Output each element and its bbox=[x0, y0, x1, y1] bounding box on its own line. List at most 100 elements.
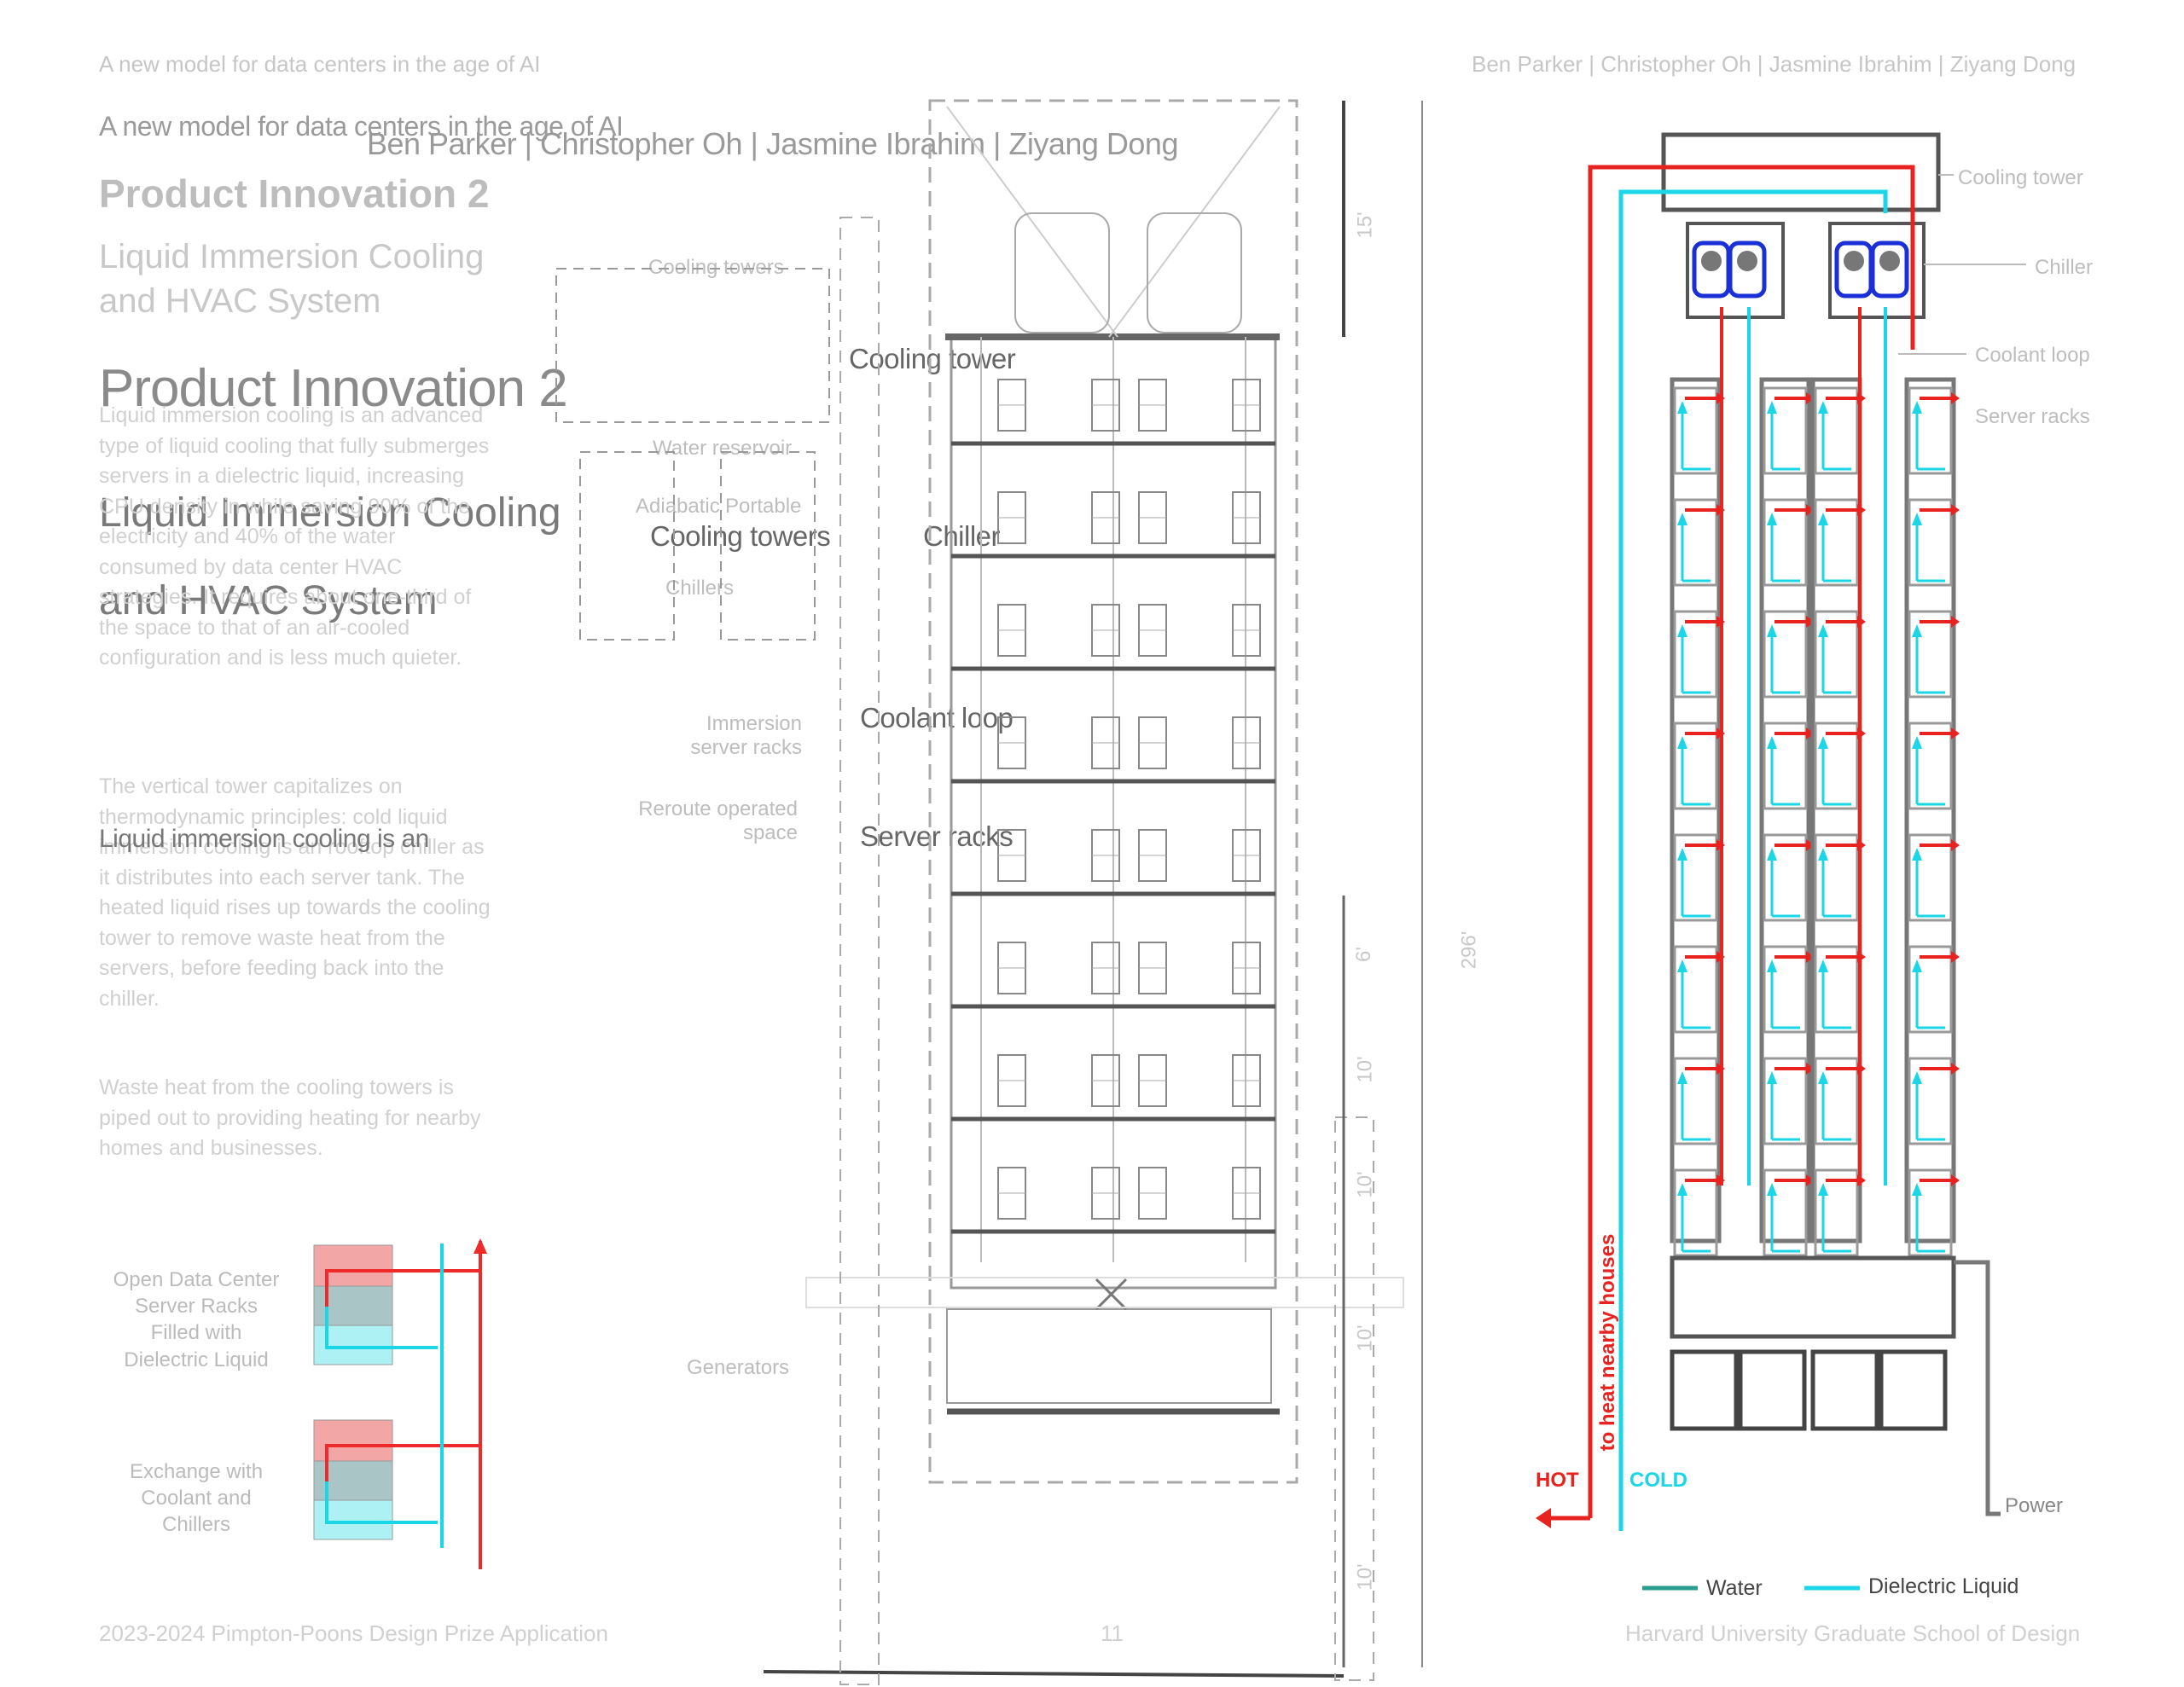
server-rack bbox=[1763, 833, 1808, 922]
flow-schematic bbox=[1536, 132, 2026, 1591]
chiller-pump bbox=[1701, 251, 1722, 271]
rack-hot-arrow bbox=[1951, 504, 1960, 516]
rack-cold-arrow bbox=[1818, 513, 1828, 525]
cold-main-line bbox=[1618, 189, 1888, 1531]
chiller-loop bbox=[1728, 241, 1767, 299]
server-rack bbox=[1763, 498, 1808, 587]
label-adiabatic: Adiabatic bbox=[636, 495, 720, 518]
floor-band bbox=[805, 1277, 1404, 1308]
paragraph-3: Waste heat from the cooling towers is pi… bbox=[99, 1075, 481, 1160]
plinth bbox=[946, 1308, 1272, 1404]
schem-label-chiller: Chiller bbox=[2035, 256, 2094, 279]
base-block bbox=[1670, 1255, 1956, 1339]
ghost-title: Product Innovation 2 bbox=[99, 359, 568, 418]
subtitle-line1: Liquid Immersion Cooling bbox=[99, 238, 485, 275]
generator-box bbox=[1738, 1349, 1807, 1431]
server-rack bbox=[1763, 945, 1808, 1034]
rack-cold-arrow bbox=[1912, 513, 1922, 525]
rack-column bbox=[1904, 377, 1956, 1244]
rack-cold-arrow bbox=[1818, 1183, 1828, 1196]
rack-cold-arrow bbox=[1677, 624, 1687, 637]
subtitle-line2: and HVAC System bbox=[99, 282, 381, 320]
rack-cold-arrow bbox=[1767, 848, 1777, 861]
schem-label-cooling-tower: Cooling tower bbox=[1958, 166, 2083, 189]
server-rack bbox=[1908, 1057, 1953, 1145]
ghost-sub1: Liquid Immersion Cooling bbox=[99, 490, 561, 536]
rack-cold-arrow bbox=[1912, 1183, 1922, 1196]
server-rack bbox=[1673, 1168, 1718, 1257]
footer-left: 2023-2024 Pimpton-Poons Design Prize App… bbox=[99, 1620, 608, 1646]
label-generators: Generators bbox=[687, 1356, 790, 1379]
rack-hot-arrow bbox=[1951, 1174, 1960, 1186]
server-rack bbox=[1908, 722, 1953, 810]
rack-cold-arrow bbox=[1912, 401, 1922, 414]
rack-cold-arrow bbox=[1818, 736, 1828, 749]
rack-hot-arrow bbox=[1951, 839, 1960, 851]
hot-main-line bbox=[1588, 165, 1915, 1518]
rack-hot-arrow bbox=[1951, 392, 1960, 404]
cold-label: COLD bbox=[1629, 1469, 1687, 1492]
server-rack bbox=[1673, 610, 1718, 699]
chiller-pump bbox=[1737, 251, 1757, 271]
rack-cold-arrow bbox=[1818, 401, 1828, 414]
section-drawing bbox=[555, 99, 1423, 1685]
cooling-tower-unit-2 bbox=[1147, 212, 1242, 333]
server-rack bbox=[1763, 1057, 1808, 1145]
rack-cold-arrow bbox=[1912, 624, 1922, 637]
rack-hot-arrow bbox=[1806, 728, 1815, 739]
label-reroute: Reroute operated space bbox=[638, 797, 798, 844]
hot-label: HOT bbox=[1536, 1469, 1579, 1492]
rack-hot-arrow bbox=[1951, 728, 1960, 739]
server-rack bbox=[1814, 498, 1859, 587]
rack-cold-arrow bbox=[1912, 848, 1922, 861]
ghost-paragraph-line: Liquid immersion cooling is an bbox=[99, 825, 429, 853]
server-rack bbox=[1673, 833, 1718, 922]
mini-label-2: Exchange with Coolant and Chillers bbox=[129, 1460, 264, 1537]
rack-cold-arrow bbox=[1818, 624, 1828, 637]
generator-box bbox=[1879, 1349, 1948, 1431]
brace-1 bbox=[946, 106, 1118, 338]
rack-hot-arrow bbox=[1806, 392, 1815, 404]
server-rack bbox=[1763, 610, 1808, 699]
rack-hot-arrow bbox=[1951, 1063, 1960, 1075]
header-title: A new model for data centers in the age … bbox=[99, 51, 541, 77]
rack-hot-arrow bbox=[1951, 616, 1960, 628]
site-boundary bbox=[928, 99, 1298, 1484]
rack-cold-arrow bbox=[1677, 736, 1687, 749]
rack-hot-arrow bbox=[1806, 504, 1815, 516]
page-title: Product Innovation 2 bbox=[99, 171, 490, 216]
rack-cold-arrow bbox=[1677, 1183, 1687, 1196]
chiller-loop bbox=[1870, 241, 1909, 299]
cold-flow-line bbox=[325, 1307, 438, 1349]
server-rack bbox=[1814, 833, 1859, 922]
rack-cold-arrow bbox=[1767, 736, 1777, 749]
footer-page-number: 11 bbox=[1101, 1620, 1124, 1646]
server-rack bbox=[1814, 610, 1859, 699]
ghost-header-title: A new model for data centers in the age … bbox=[99, 111, 624, 142]
server-rack bbox=[1814, 945, 1859, 1034]
box-adiabatic bbox=[579, 451, 675, 641]
schem-label-coolant-loop: Coolant loop bbox=[1975, 344, 2090, 367]
callout-server-racks: Server racks bbox=[860, 820, 1014, 852]
legend-dielectric: Dielectric Liquid bbox=[1868, 1574, 2019, 1598]
shaft-right bbox=[1334, 1116, 1374, 1681]
mini-label-1: Open Data Center Server Racks Filled wit… bbox=[113, 1268, 280, 1371]
server-rack bbox=[1763, 386, 1808, 475]
paragraph-1: Liquid immersion cooling is an advanced … bbox=[99, 403, 490, 670]
rack-cold-arrow bbox=[1767, 624, 1777, 637]
server-rack bbox=[1814, 1168, 1859, 1257]
label-water-reservoir: Water reservoir bbox=[653, 437, 793, 460]
mini-hot-arrow bbox=[473, 1238, 487, 1254]
server-rack bbox=[1908, 945, 1953, 1034]
schem-label-power: Power bbox=[2005, 1494, 2064, 1517]
hot-out-arrow bbox=[1536, 1508, 1551, 1528]
chiller-box bbox=[1828, 222, 1926, 319]
rack-cold-arrow bbox=[1677, 959, 1687, 972]
rack-cold-arrow bbox=[1912, 1071, 1922, 1084]
server-rack bbox=[1673, 386, 1718, 475]
chiller-pump bbox=[1844, 251, 1864, 271]
rack-hot-arrow bbox=[1951, 951, 1960, 963]
rack-cold-arrow bbox=[1677, 1071, 1687, 1084]
callout-cooling-towers: Cooling towers bbox=[650, 520, 831, 552]
